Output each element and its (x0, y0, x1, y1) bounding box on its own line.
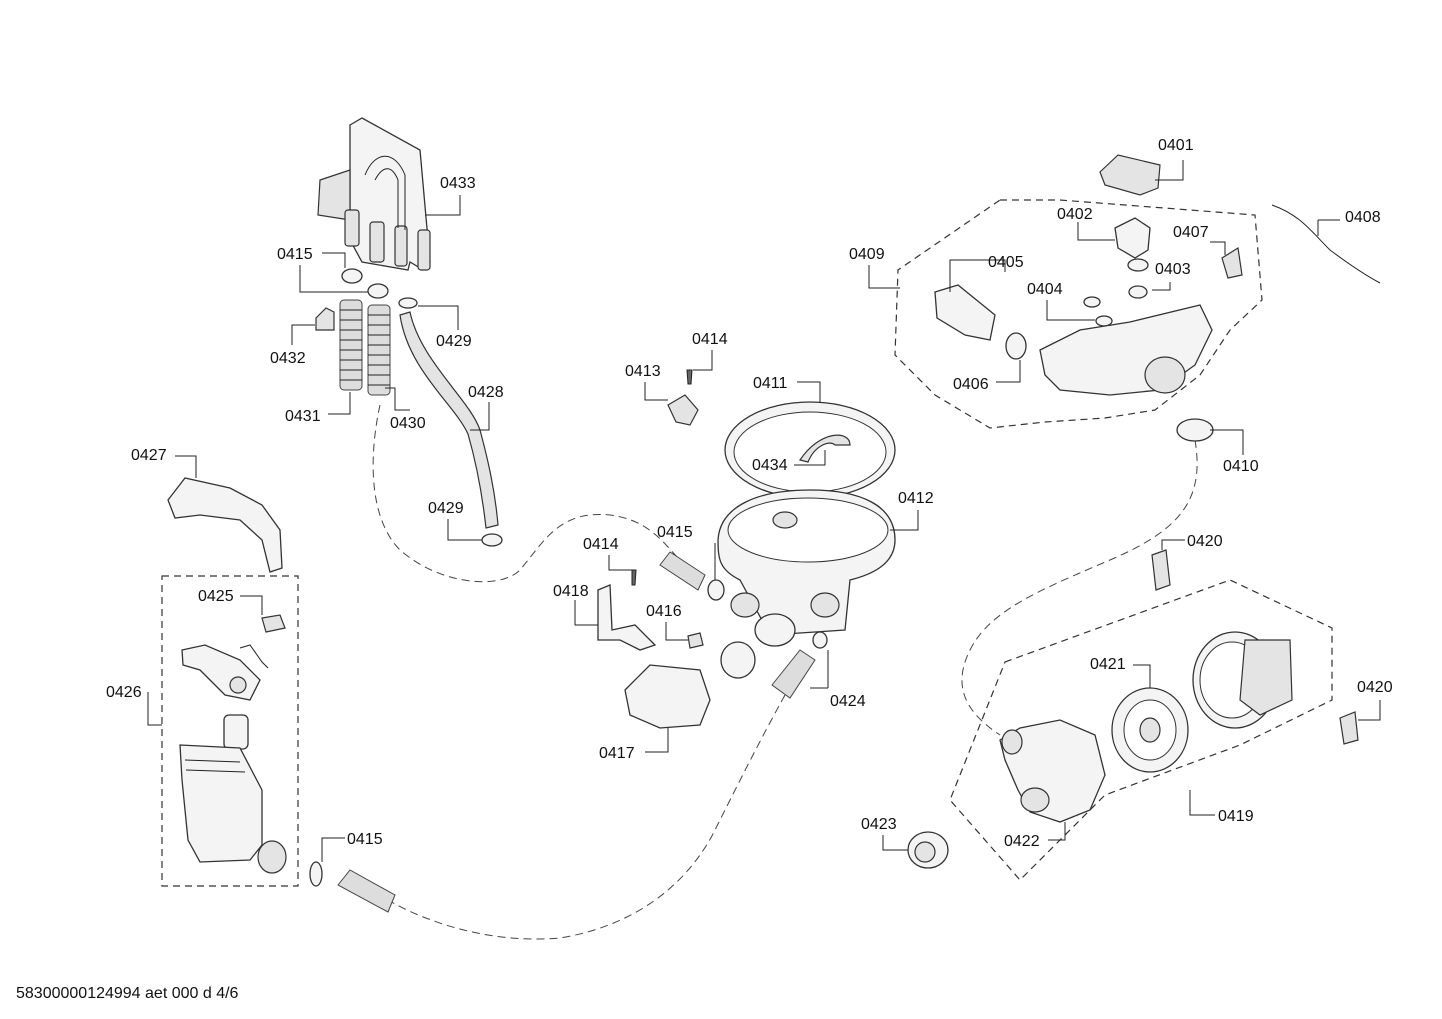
label-0420-bottom: 0420 (1357, 679, 1393, 696)
bracket-0413 (667, 394, 699, 426)
ring-0402 (1127, 258, 1149, 272)
cover-0427 (167, 477, 283, 573)
label-0421: 0421 (1090, 656, 1126, 673)
connector-0402 (1114, 217, 1151, 259)
corrugated-hose-mid (659, 551, 706, 591)
label-0415-top: 0415 (277, 246, 313, 263)
label-0434: 0434 (752, 457, 788, 474)
ring-0415-top-b (367, 283, 389, 299)
leader-lines (147, 160, 1381, 862)
ring-0404-a (1083, 296, 1101, 308)
label-0415-bottom: 0415 (347, 831, 383, 848)
label-0428: 0428 (468, 384, 504, 401)
label-0426: 0426 (106, 684, 142, 701)
assembly-group-outlines (161, 199, 1333, 887)
sump-assembly-drawing (717, 401, 896, 647)
label-0401: 0401 (1158, 137, 1194, 154)
label-0420-top: 0420 (1187, 533, 1223, 550)
clip-0420-bottom (1339, 711, 1359, 745)
label-0410: 0410 (1223, 458, 1259, 475)
valve-0417 (624, 664, 711, 729)
label-0405: 0405 (988, 254, 1024, 271)
label-0433: 0433 (440, 175, 476, 192)
footer-drawing-code: 58300000124994 aet 000 d 4/6 (16, 985, 239, 1002)
braided-hose-0428 (399, 311, 499, 529)
label-0429-top: 0429 (436, 333, 472, 350)
clip-0407 (1221, 247, 1243, 279)
hose-routing-lines (372, 404, 1198, 940)
label-0425: 0425 (198, 588, 234, 605)
label-0419: 0419 (1218, 808, 1254, 825)
label-0432: 0432 (270, 350, 306, 367)
assembly-0426-drawing (179, 614, 287, 874)
corrugated-hose-0424 (771, 649, 816, 699)
label-0415-mid: 0415 (657, 524, 693, 541)
label-0427: 0427 (131, 447, 167, 464)
seal-ring-center (720, 641, 756, 679)
ring-0404-b (1095, 315, 1113, 327)
label-0402: 0402 (1057, 206, 1093, 223)
label-0416: 0416 (646, 603, 682, 620)
label-0414-mid: 0414 (583, 536, 619, 553)
corrugated-hose-bottom (337, 869, 396, 913)
label-0414-top: 0414 (692, 331, 728, 348)
clamp-0429-top (398, 297, 418, 309)
ring-0424 (812, 631, 828, 649)
pump-housing-0422 (999, 719, 1106, 823)
corrugated-hoses-0430-0431 (339, 299, 391, 396)
valve-assembly-body (1039, 304, 1213, 396)
label-0409: 0409 (849, 246, 885, 263)
ring-0415-mid (707, 579, 725, 601)
label-0424: 0424 (830, 693, 866, 710)
ring-0415-top-a (341, 268, 363, 284)
label-0407: 0407 (1173, 224, 1209, 241)
sensor-0405 (934, 284, 996, 341)
valve-outlet (1144, 356, 1186, 394)
screw-0414-top (686, 369, 693, 385)
pump-motor-drawing (1192, 631, 1293, 729)
grommet-0423 (907, 831, 949, 869)
label-0430: 0430 (390, 415, 426, 432)
label-0422: 0422 (1004, 833, 1040, 850)
part-0401 (1099, 154, 1161, 196)
clamp-0410 (1176, 418, 1214, 442)
label-0418: 0418 (553, 583, 589, 600)
label-0431: 0431 (285, 408, 321, 425)
label-0411: 0411 (753, 375, 788, 392)
clip-0420-top (1151, 549, 1171, 591)
part-number-labels: 0401 0402 0403 0404 0405 0406 0407 0408 … (106, 137, 1393, 850)
bracket-0418 (597, 584, 657, 651)
label-0413: 0413 (625, 363, 661, 380)
label-0406: 0406 (953, 376, 989, 393)
clip-0416 (687, 632, 704, 649)
ring-0415-bottom (309, 861, 323, 887)
clamp-0429-bottom (481, 533, 503, 547)
label-0404: 0404 (1027, 281, 1063, 298)
ring-0403 (1128, 285, 1148, 299)
screw-0414-mid (631, 569, 637, 586)
ring-0406 (1005, 332, 1027, 360)
part-0433-drawing (317, 117, 431, 271)
pump-ring-0421 (1111, 687, 1189, 773)
label-0408: 0408 (1345, 209, 1381, 226)
label-0412: 0412 (898, 490, 934, 507)
label-0429-bottom: 0429 (428, 500, 464, 517)
label-0417: 0417 (599, 745, 635, 762)
label-0403: 0403 (1155, 261, 1191, 278)
label-0423: 0423 (861, 816, 897, 833)
clip-0432 (315, 307, 335, 331)
wire-0408 (1271, 204, 1381, 284)
